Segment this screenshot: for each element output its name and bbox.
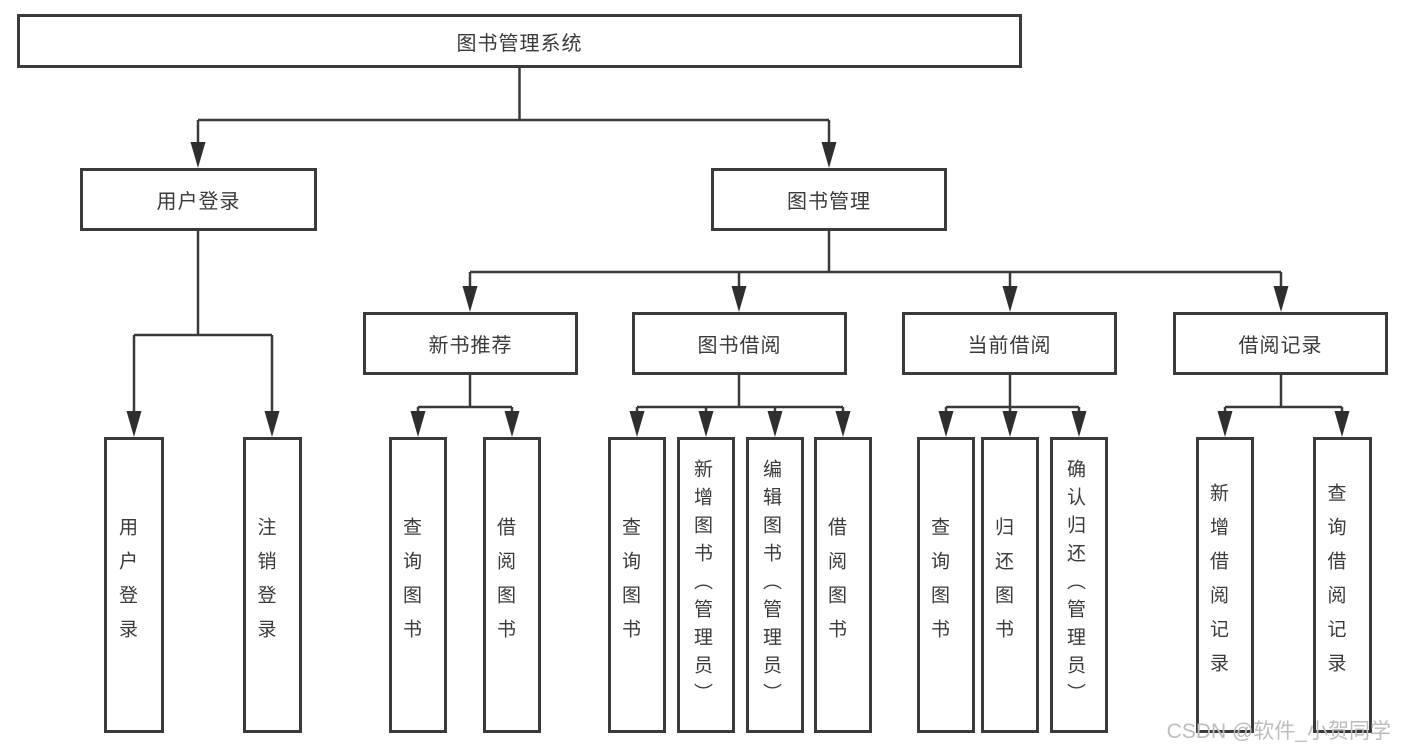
watermark-text: CSDN @软件_小贺同学 [1166,720,1391,743]
node-book-borrowing: 图书借阅 [632,312,847,375]
leaf-confirm-return-admin: 确认归还（管理员） [1050,437,1108,733]
leaf-add-borrow-record: 新增借阅记录 [1196,437,1254,733]
node-label: 图书借阅 [697,335,782,357]
node-label: 新书推荐 [428,335,513,357]
node-label: 图书管理系统 [456,32,583,55]
leaf-query-borrow-record: 查询借阅记录 [1313,437,1372,733]
leaf-query-books-borrowing: 查询图书 [608,437,666,733]
leaf-add-books-admin: 新增图书（管理员） [677,437,735,733]
node-label: 用户登录 [156,191,241,213]
leaf-logout-login: 注销登录 [243,437,302,733]
node-label: 查询借阅记录 [1324,483,1346,687]
node-current-borrowing: 当前借阅 [902,312,1117,375]
node-label: 归还图书 [992,517,1013,653]
leaf-query-books-recommend: 查询图书 [389,437,447,733]
node-label: 注销登录 [254,517,276,653]
leaf-query-books-current: 查询图书 [917,437,975,733]
node-new-book-recommendation: 新书推荐 [363,312,578,375]
node-label: 确认归还（管理员） [1064,459,1085,711]
leaf-user-login: 用户登录 [104,437,164,733]
node-label: 借阅记录 [1238,335,1323,357]
node-borrowing-records: 借阅记录 [1173,312,1388,375]
node-label: 图书管理 [787,191,871,213]
node-label: 查询图书 [619,517,640,653]
leaf-borrow-books-recommend: 借阅图书 [483,437,541,733]
node-label: 查询图书 [928,517,949,653]
node-user-login: 用户登录 [80,168,317,231]
leaf-borrow-books-borrowing: 借阅图书 [814,437,872,733]
leaf-return-books: 归还图书 [981,437,1039,733]
node-label: 查询图书 [400,517,421,653]
node-label: 用户登录 [116,517,137,653]
leaf-edit-books-admin: 编辑图书（管理员） [746,437,804,733]
node-label: 新增借阅记录 [1207,483,1228,687]
node-label: 当前借阅 [967,335,1052,357]
node-label: 借阅图书 [825,517,846,653]
node-book-management: 图书管理 [711,168,947,231]
node-label: 新增图书（管理员） [691,459,712,711]
node-label: 借阅图书 [494,517,515,653]
node-label: 编辑图书（管理员） [760,459,781,711]
node-library-management-system: 图书管理系统 [17,14,1022,68]
